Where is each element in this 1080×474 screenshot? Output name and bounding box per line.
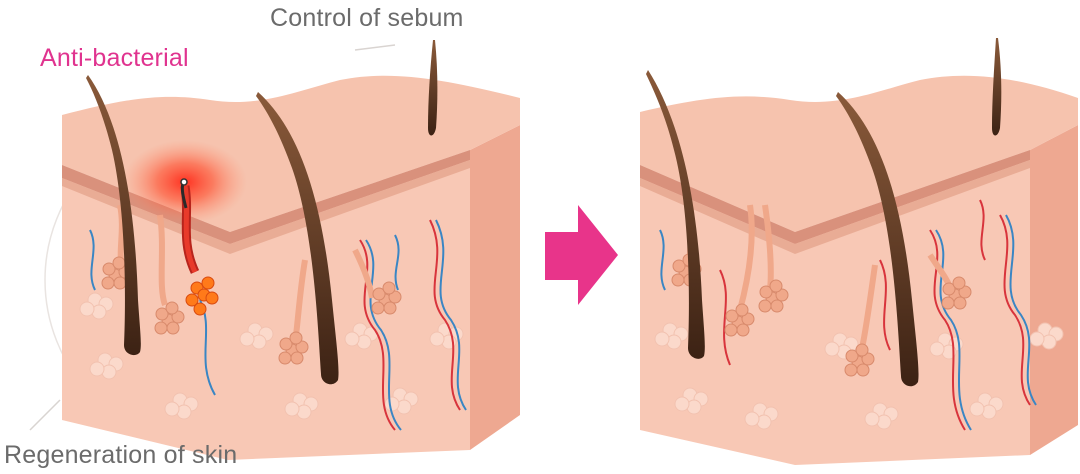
hair-follicle-icon xyxy=(992,38,1001,136)
arrow-right-icon xyxy=(545,205,618,305)
antibacterial-label: Anti-bacterial xyxy=(40,44,189,73)
skin-block-after xyxy=(640,38,1078,465)
hair-follicle-icon xyxy=(428,40,437,136)
regeneration-label: Regeneration of skin xyxy=(4,441,237,470)
skin-side-face xyxy=(470,125,520,450)
skin-block-before xyxy=(62,40,520,460)
skin-side-face xyxy=(1030,125,1078,455)
sebum-control-label: Control of sebum xyxy=(270,4,464,33)
